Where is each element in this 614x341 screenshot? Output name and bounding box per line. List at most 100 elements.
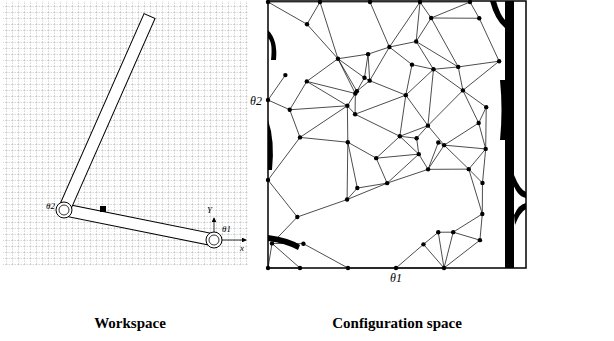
roadmap-node: [301, 241, 305, 245]
roadmap-node: [345, 104, 349, 108]
roadmap-edge: [307, 59, 338, 82]
roadmap-node: [442, 266, 446, 270]
roadmap-node: [478, 238, 482, 242]
roadmap-edge: [453, 232, 480, 240]
robot-arm: [56, 14, 246, 248]
roadmap-node: [298, 135, 302, 139]
roadmap-edge: [412, 65, 433, 70]
roadmap-edge: [406, 65, 412, 96]
roadmap-edge: [433, 69, 462, 90]
roadmap-edge: [338, 59, 355, 94]
roadmap-edge: [389, 42, 416, 48]
roadmap-edge: [357, 183, 387, 188]
roadmap-node: [288, 108, 292, 112]
roadmap-edge: [307, 81, 356, 93]
roadmap-node: [362, 76, 366, 80]
roadmap-edge: [428, 169, 469, 170]
roadmap-edge: [417, 138, 419, 154]
roadmap-edge: [348, 268, 396, 269]
roadmap-edge: [444, 240, 480, 268]
roadmap-edge: [355, 93, 356, 114]
roadmap-node: [318, 0, 322, 4]
roadmap-node: [305, 79, 309, 83]
roadmap-node: [421, 242, 425, 246]
roadmap-edge: [463, 90, 486, 107]
axis-label: x: [240, 244, 244, 253]
roadmap-edge: [416, 42, 458, 67]
roadmap-edge: [420, 2, 431, 18]
roadmap-edge: [300, 106, 347, 138]
roadmap-edge: [307, 2, 320, 24]
roadmap-node: [298, 266, 302, 270]
roadmap-edge: [431, 18, 458, 67]
roadmap-edge: [400, 126, 428, 137]
roadmap-edge: [370, 47, 390, 81]
roadmap-graph: [266, 0, 502, 270]
roadmap-node: [410, 62, 414, 66]
roadmap-node: [426, 123, 430, 127]
roadmap-edge: [348, 142, 376, 158]
roadmap-edge: [416, 42, 433, 70]
roadmap-node: [414, 39, 418, 43]
roadmap-edge: [376, 136, 400, 158]
roadmap-edge: [370, 2, 420, 3]
roadmap-edge: [347, 183, 387, 199]
roadmap-node: [346, 266, 350, 270]
roadmap-edge: [355, 114, 400, 136]
roadmap-edge: [290, 106, 348, 110]
roadmap-edge: [482, 183, 483, 214]
roadmap-edge: [268, 75, 285, 100]
roadmap-edge: [320, 2, 338, 59]
roadmap-edge: [479, 18, 499, 61]
roadmap-edge: [428, 145, 444, 169]
roadmap-edge: [463, 61, 499, 90]
roadmap-edge: [428, 69, 434, 125]
roadmap-edge: [370, 2, 389, 47]
roadmap-node: [366, 52, 370, 56]
roadmap-edge: [389, 2, 420, 47]
roadmap-edge: [428, 126, 444, 145]
roadmap-edge: [272, 243, 300, 268]
roadmap-node: [442, 143, 446, 147]
roadmap-node: [283, 73, 287, 77]
roadmap-node: [476, 121, 480, 125]
roadmap-edge: [370, 81, 406, 95]
roadmap-edge: [268, 243, 272, 268]
configuration-space: [266, 0, 526, 270]
roadmap-node: [456, 65, 460, 69]
roadmap-node: [480, 181, 484, 185]
roadmap-edge: [376, 154, 419, 158]
roadmap-edge: [268, 268, 300, 269]
roadmap-edge: [444, 232, 453, 268]
roadmap-node: [266, 0, 270, 4]
roadmap-edge: [338, 54, 368, 59]
roadmap-edge: [368, 54, 370, 81]
roadmap-node: [461, 88, 465, 92]
roadmap-node: [353, 91, 357, 95]
roadmap-edge: [272, 217, 297, 243]
roadmap-node: [374, 156, 378, 160]
roadmap-edge: [387, 169, 428, 183]
roadmap-edge: [444, 145, 469, 169]
panel-caption: Configuration space: [332, 316, 462, 331]
roadmap-edge: [485, 107, 487, 149]
roadmap-edge: [389, 47, 412, 65]
roadmap-node: [398, 134, 402, 138]
roadmap-node: [418, 0, 422, 4]
roadmap-node: [266, 266, 270, 270]
roadmap-node: [368, 0, 372, 4]
roadmap-edge: [420, 2, 470, 3]
roadmap-node: [266, 178, 270, 182]
roadmap-edge: [347, 106, 348, 142]
roadmap-edge: [396, 244, 423, 268]
roadmap-node: [367, 78, 371, 82]
roadmap-edge: [480, 214, 482, 240]
roadmap-edge: [470, 2, 479, 18]
roadmap-edge: [444, 145, 486, 149]
roadmap-node: [414, 136, 418, 140]
roadmap-edge: [297, 200, 347, 217]
roadmap-node: [467, 167, 471, 171]
joint-label: θ1: [222, 225, 231, 234]
roadmap-edge: [268, 2, 307, 24]
roadmap-edge: [431, 18, 479, 19]
